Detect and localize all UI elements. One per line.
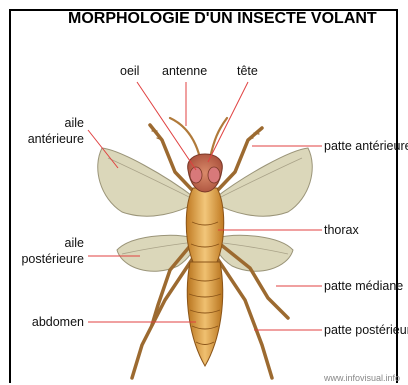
- label-antenne: antenne: [162, 64, 207, 79]
- label-thorax: thorax: [324, 223, 359, 238]
- label-patte-posterieure: patte postérieure: [324, 323, 408, 338]
- head-body: [188, 154, 223, 192]
- right-eye: [208, 167, 220, 183]
- label-patte-anterieure: patte antérieure: [324, 139, 408, 154]
- label-aile-posterieure-line1: aile: [10, 236, 84, 251]
- label-aile-posterieure-line2: postérieure: [10, 252, 84, 267]
- label-abdomen: abdomen: [10, 315, 84, 330]
- label-oeil: oeil: [120, 64, 139, 79]
- right-front-wing: [215, 148, 312, 216]
- abdomen-body: [187, 262, 222, 366]
- label-aile-anterieure-line2: antérieure: [10, 132, 84, 147]
- watermark: www.infovisual.info: [324, 373, 400, 383]
- label-patte-mediane: patte médiane: [324, 279, 403, 294]
- thorax-body: [186, 188, 224, 262]
- leader-tete: [208, 82, 248, 162]
- right-hind-wing: [215, 235, 293, 271]
- antennae: [170, 118, 227, 158]
- left-front-wing: [98, 148, 195, 216]
- leader-oeil: [137, 82, 196, 170]
- label-tete: tête: [237, 64, 258, 79]
- label-aile-anterieure-line1: aile: [10, 116, 84, 131]
